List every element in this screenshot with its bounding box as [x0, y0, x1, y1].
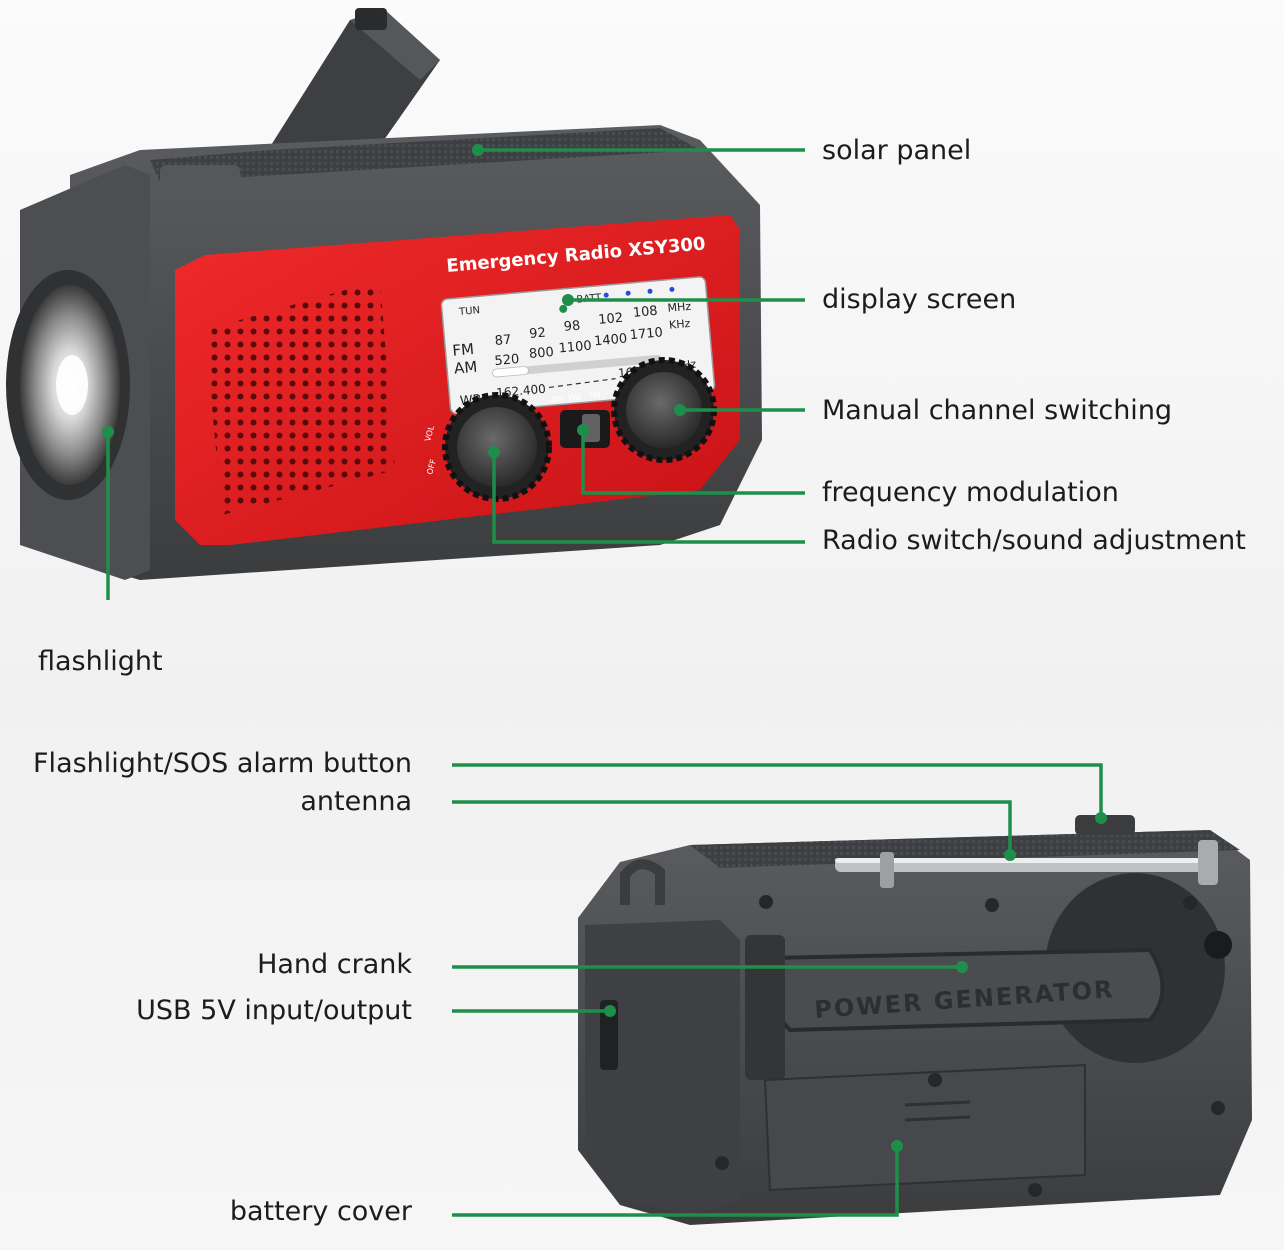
fm-freq: 87 — [494, 333, 512, 349]
fm-freq: 108 — [632, 304, 658, 321]
label-frequency-modulation: frequency modulation — [822, 477, 1119, 508]
band-am: AM — [551, 395, 563, 404]
label-sos-button: Flashlight/SOS alarm button — [33, 748, 412, 779]
label-antenna: antenna — [300, 786, 412, 817]
label-battery-cover: battery cover — [229, 1196, 412, 1227]
crank-handle-top — [268, 8, 440, 160]
am-freq: 1710 — [629, 325, 663, 343]
fm-unit: MHz — [667, 300, 692, 315]
radio-front-view: Emergency Radio XSY300 TUN BATT FM AM 87… — [6, 8, 762, 580]
am-freq: 1400 — [594, 331, 628, 349]
radio-back-view: POWER GENERATOR — [578, 815, 1252, 1225]
fm-freq: 102 — [598, 311, 624, 328]
solar-panel-surface — [150, 128, 700, 182]
leader-radio-switch — [492, 452, 805, 544]
am-freq: 800 — [528, 345, 554, 362]
display-fm: FM — [452, 340, 475, 360]
label-display-screen: display screen — [822, 284, 1017, 315]
leader-dots — [102, 144, 1107, 1152]
label-flashlight: flashlight — [38, 646, 163, 677]
am-freq: 1100 — [558, 339, 592, 357]
off-label: OFF — [425, 458, 438, 476]
label-solar-panel: solar panel — [822, 135, 972, 166]
display-screen: TUN BATT FM AM 87 92 98 102 108 MHz 520 … — [440, 276, 716, 415]
label-radio-switch: Radio switch/sound adjustment — [822, 525, 1246, 556]
vol-label: VOL — [423, 424, 436, 442]
band-wb: WB — [568, 393, 581, 402]
leader-battery-cover — [452, 1146, 899, 1217]
label-hand-crank: Hand crank — [257, 949, 412, 980]
speaker-grille — [205, 280, 395, 515]
leader-frequency-modulation — [581, 430, 805, 495]
display-am: AM — [453, 358, 478, 378]
tuning-knob — [611, 357, 717, 463]
leader-lines — [106, 148, 1103, 1217]
am-freq: 520 — [494, 352, 520, 369]
top-button — [160, 165, 240, 195]
display-tun: TUN — [458, 305, 481, 318]
fm-freq: 98 — [563, 319, 581, 335]
battery-cover — [763, 1063, 1086, 1192]
antenna — [835, 840, 1218, 888]
leader-sos-button — [452, 763, 1103, 818]
am-unit: KHz — [669, 317, 692, 332]
sos-button — [1075, 815, 1135, 835]
fm-freq: 92 — [529, 326, 547, 342]
label-usb: USB 5V input/output — [136, 995, 412, 1026]
label-manual-channel: Manual channel switching — [822, 395, 1173, 426]
band-fm: FM — [589, 391, 601, 400]
leader-antenna — [452, 800, 1012, 855]
usb-port — [600, 1000, 618, 1070]
